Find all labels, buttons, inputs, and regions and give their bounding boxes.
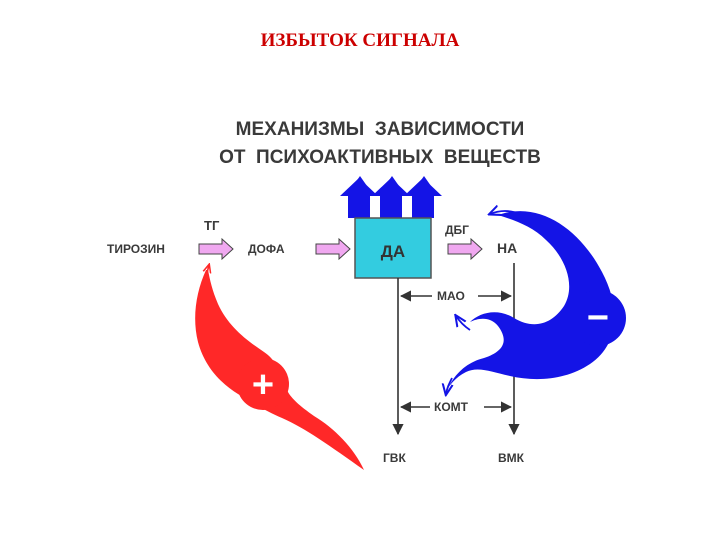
node-gvk: ГВК [383, 451, 406, 465]
negative-feedback-loop [446, 211, 626, 394]
enzyme-mao: МАО [437, 289, 465, 303]
node-na: НА [497, 240, 517, 256]
node-tyrosine: ТИРОЗИН [107, 242, 165, 256]
diagram-heading-line2: ОТ ПСИХОАКТИВНЫХ ВЕЩЕСТВ [219, 147, 541, 168]
step-arrow-da-na [447, 237, 483, 261]
plus-sign: + [252, 364, 274, 406]
positive-feedback-loop [195, 265, 364, 470]
step-arrow-dopa-da [315, 237, 351, 261]
da-box [354, 217, 432, 279]
minus-sign: − [587, 297, 609, 339]
enzyme-tg: ТГ [204, 218, 220, 233]
diagram-heading-line1: МЕХАНИЗМЫ ЗАВИСИМОСТИ [236, 119, 525, 140]
enzyme-dbg: ДБГ [445, 223, 469, 237]
enzyme-komt: КОМТ [434, 400, 469, 414]
step-arrow-tyrosine-dopa [198, 237, 234, 261]
node-da: ДА [381, 242, 405, 261]
output-arrow-shafts [346, 176, 438, 220]
node-dopa: ДОФА [248, 242, 285, 256]
slide-title: ИЗБЫТОК СИГНАЛА [260, 30, 460, 51]
node-vmk: ВМК [498, 451, 525, 465]
